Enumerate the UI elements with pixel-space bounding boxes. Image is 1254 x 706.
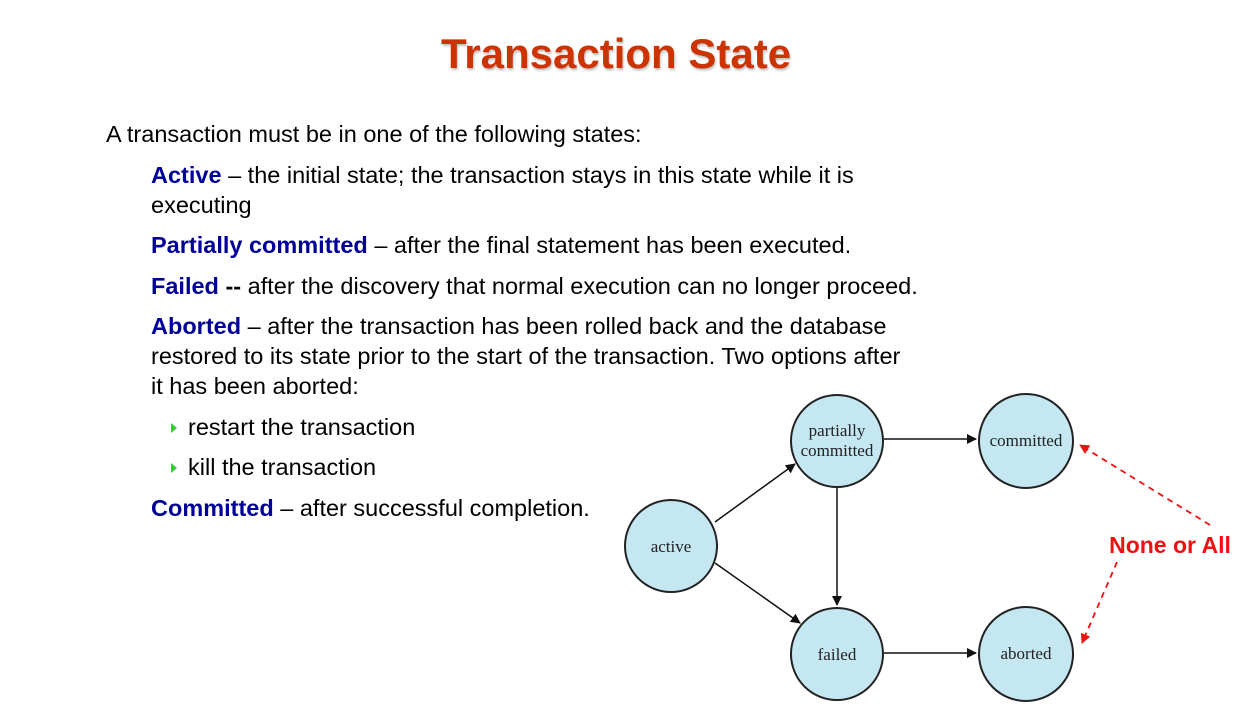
node-active <box>624 499 718 593</box>
state-partially: Partially committed – after the final st… <box>151 230 851 260</box>
node-label-active: active <box>651 537 692 556</box>
state-desc-partially: – after the final statement has been exe… <box>367 232 852 258</box>
state-desc-active-cont: executing <box>151 192 252 218</box>
triangle-bullet-icon <box>171 463 177 473</box>
state-aborted: Aborted – after the transaction has been… <box>151 311 886 341</box>
state-term-failed: Failed <box>151 273 219 299</box>
annotation-arrow-committed <box>1079 444 1211 526</box>
state-failed: Failed -- after the discovery that norma… <box>151 271 918 301</box>
annotation-label: None or All <box>1109 532 1231 558</box>
state-active: Active – the initial state; the transact… <box>151 160 854 190</box>
node-label-partially-2: committed <box>801 441 874 460</box>
edge-active-failed <box>714 562 801 624</box>
option-kill: kill the transaction <box>188 454 377 480</box>
node-label-failed: failed <box>818 645 857 664</box>
intro-text: A transaction must be in one of the foll… <box>106 121 642 147</box>
state-term-partially: Partially committed <box>151 232 368 258</box>
node-label-partially-1: partially <box>809 421 866 440</box>
node-aborted <box>978 606 1074 702</box>
node-label-committed: committed <box>990 431 1063 450</box>
state-desc-active: – the initial state; the transaction sta… <box>221 162 854 188</box>
node-partially-committed <box>790 394 884 488</box>
state-term-committed: Committed <box>151 495 274 521</box>
option-restart: restart the transaction <box>188 414 416 440</box>
state-desc-aborted-line2: restored to its state prior to the start… <box>151 343 901 369</box>
node-committed <box>978 393 1074 489</box>
state-desc-failed: after the discovery that normal executio… <box>241 273 918 299</box>
state-term-active: Active <box>151 162 222 188</box>
state-sep-failed: -- <box>218 273 242 299</box>
edge-active-partially <box>714 463 796 523</box>
slide-title: Transaction State <box>440 30 792 77</box>
state-term-aborted: Aborted <box>151 313 242 339</box>
node-label-aborted: aborted <box>1001 644 1052 663</box>
state-committed: Committed – after successful completion. <box>151 493 590 523</box>
annotation-arrow-aborted <box>1080 561 1118 644</box>
state-desc-aborted-line3: it has been aborted: <box>151 373 359 399</box>
state-desc-aborted: – after the transaction has been rolled … <box>241 313 887 339</box>
state-desc-committed: – after successful completion. <box>273 495 590 521</box>
triangle-bullet-icon <box>171 423 177 433</box>
node-failed <box>790 607 884 701</box>
